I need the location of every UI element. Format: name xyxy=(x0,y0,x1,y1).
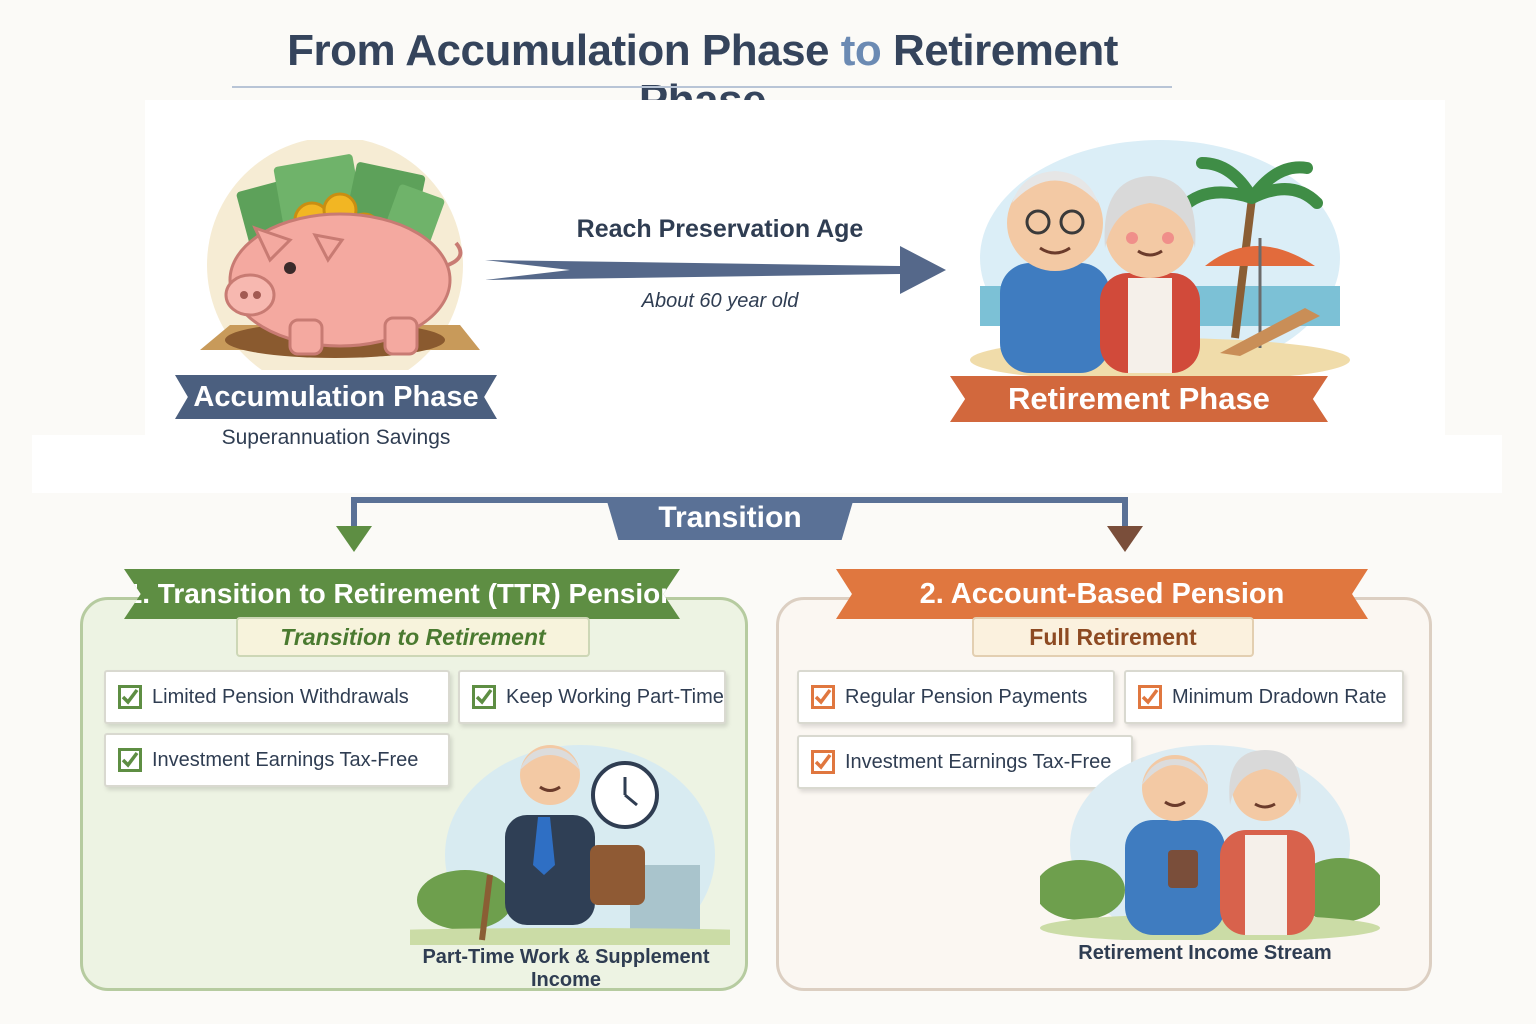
feature-label: Regular Pension Payments xyxy=(845,685,1088,708)
retirement-phase-banner: Retirement Phase xyxy=(950,376,1328,422)
account-based-pension-heading: 2. Account-Based Pension xyxy=(836,569,1368,619)
orange-check-icon xyxy=(1138,685,1162,709)
feature-label: Limited Pension Withdrawals xyxy=(152,685,409,708)
feature-label: Minimum Dradown Rate xyxy=(1172,685,1387,708)
feature-label: Keep Working Part-Time xyxy=(506,685,724,708)
abp-feature-tax-free: Investment Earnings Tax-Free xyxy=(797,735,1133,789)
preservation-age-arrow xyxy=(485,246,946,294)
middle-panel xyxy=(32,435,1502,493)
orange-check-icon xyxy=(811,685,835,709)
green-check-icon xyxy=(118,685,142,709)
part-time-worker-icon xyxy=(410,745,730,945)
title-underline xyxy=(232,86,1172,88)
title-connector: to xyxy=(840,26,882,75)
abp-feature-minimum-drawdown: Minimum Dradown Rate xyxy=(1124,670,1404,724)
feature-label: Investment Earnings Tax-Free xyxy=(845,750,1112,773)
ttr-pension-heading: 1. Transition to Retirement (TTR) Pensio… xyxy=(124,569,680,619)
green-check-icon xyxy=(118,748,142,772)
transition-badge: Transition xyxy=(606,498,854,540)
page-title: From Accumulation Phase to Retirement Ph… xyxy=(230,26,1175,126)
accumulation-phase-banner: Accumulation Phase xyxy=(175,375,497,419)
ttr-feature-keep-working: Keep Working Part-Time xyxy=(458,670,726,724)
orange-check-icon xyxy=(811,750,835,774)
arrow-sublabel: About 60 year old xyxy=(641,290,799,312)
title-part-1: From Accumulation Phase xyxy=(287,26,830,75)
green-check-icon xyxy=(472,685,496,709)
ttr-feature-limited-withdrawals: Limited Pension Withdrawals xyxy=(104,670,450,724)
retired-couple-coffee-icon xyxy=(1040,745,1380,940)
abp-tag: Full Retirement xyxy=(972,617,1254,657)
retired-couple-beach-icon xyxy=(970,140,1350,378)
abp-feature-regular-payments: Regular Pension Payments xyxy=(797,670,1115,724)
abp-caption: Retirement Income Stream xyxy=(1078,942,1332,964)
feature-label: Investment Earnings Tax-Free xyxy=(152,748,419,771)
ttr-feature-tax-free: Investment Earnings Tax-Free xyxy=(104,733,450,787)
piggy-bank-icon xyxy=(200,140,480,370)
ttr-tag: Transition to Retirement xyxy=(236,617,590,657)
accumulation-phase-sublabel: Superannuation Savings xyxy=(221,426,451,449)
arrow-label: Reach Preservation Age xyxy=(576,215,864,243)
ttr-caption: Part-Time Work & Supplement Income xyxy=(422,946,710,991)
